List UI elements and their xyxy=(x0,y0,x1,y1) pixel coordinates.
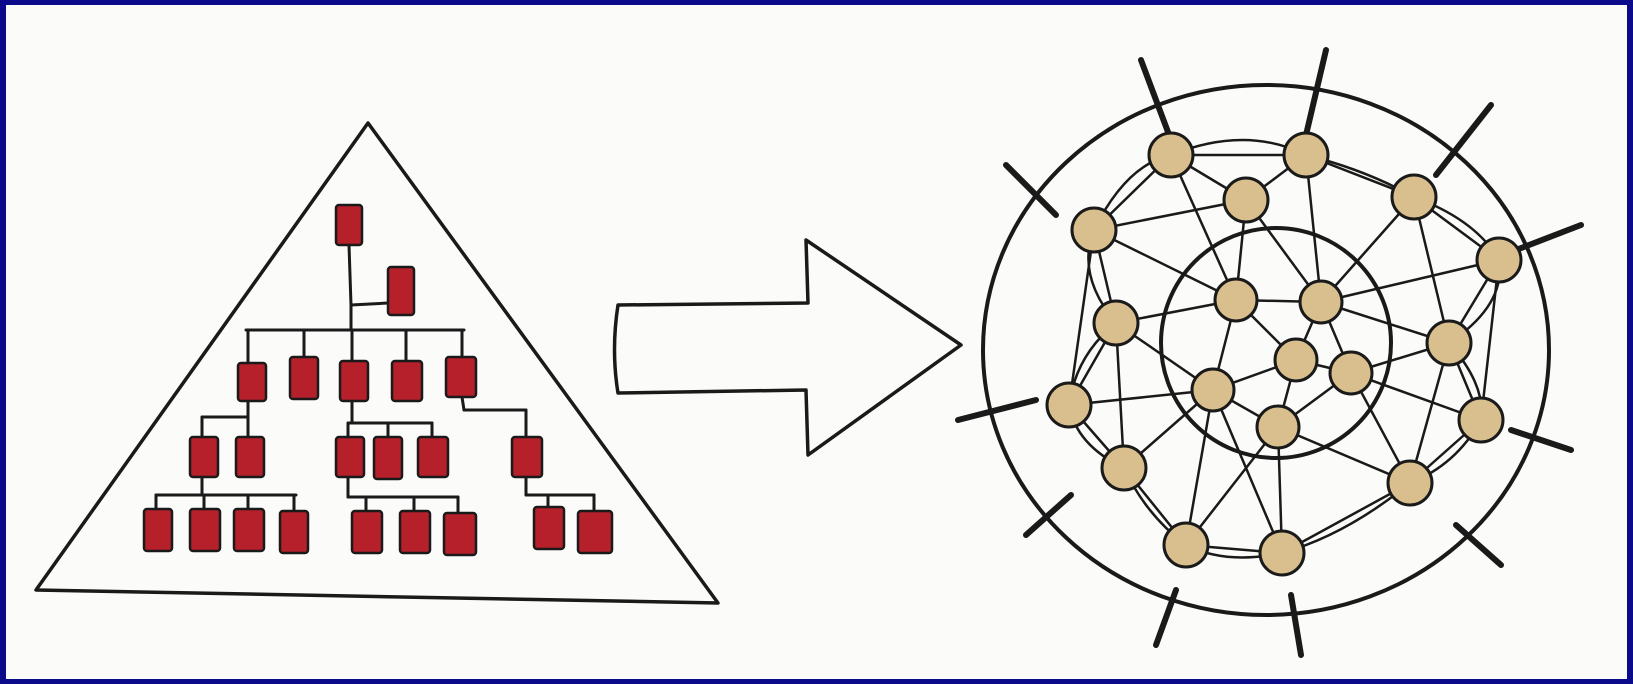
network-core-node-4 xyxy=(1330,352,1372,394)
hierarchy-connector-0 xyxy=(349,245,351,305)
network-outer-node-9 xyxy=(1102,446,1146,490)
network-outer-node-12 xyxy=(1260,531,1304,575)
network-link-24 xyxy=(1069,230,1094,405)
hierarchy-box-6 xyxy=(446,357,476,397)
hierarchy-box-21 xyxy=(578,511,612,553)
network-outer-node-6 xyxy=(1427,321,1471,365)
hierarchy-box-16 xyxy=(280,511,308,553)
hierarchy-box-0 xyxy=(336,205,362,245)
hierarchy-box-2 xyxy=(238,363,266,401)
network-spoke-4 xyxy=(1511,430,1571,450)
network-spoke-6 xyxy=(1291,595,1301,655)
network-core-node-3 xyxy=(1192,369,1234,411)
diagram-canvas xyxy=(6,5,1627,679)
hierarchy-box-5 xyxy=(392,361,422,401)
network-outer-node-0 xyxy=(1149,133,1193,177)
hierarchy-box-4 xyxy=(340,361,368,401)
hierarchy-box-9 xyxy=(336,437,364,477)
network-outer-node-2 xyxy=(1392,175,1436,219)
network-link-15 xyxy=(1321,260,1499,302)
network-outer-node-10 xyxy=(1388,461,1432,505)
hierarchy-connector-1 xyxy=(351,303,388,305)
hierarchy-box-8 xyxy=(236,437,264,477)
network-diagram xyxy=(958,50,1581,655)
hierarchy-box-10 xyxy=(374,437,402,479)
hierarchy-box-11 xyxy=(418,437,448,477)
network-spoke-10 xyxy=(1006,165,1056,215)
network-outer-node-11 xyxy=(1164,523,1208,567)
network-link-35 xyxy=(1186,390,1213,545)
network-link-12 xyxy=(1094,230,1236,300)
hierarchy-box-19 xyxy=(444,513,476,555)
network-core-node-1 xyxy=(1300,281,1342,323)
hierarchy-box-18 xyxy=(400,511,430,553)
network-core-node-5 xyxy=(1257,406,1299,448)
hierarchy-box-17 xyxy=(352,511,382,553)
hierarchy-box-3 xyxy=(290,357,318,399)
network-spoke-9 xyxy=(958,400,1036,420)
network-outer-node-8 xyxy=(1459,398,1503,442)
hierarchy-box-15 xyxy=(234,509,264,551)
network-outer-node-3 xyxy=(1072,208,1116,252)
diagram-svg xyxy=(6,5,1627,679)
network-outer-node-13 xyxy=(1224,178,1268,222)
hierarchy-box-12 xyxy=(512,437,542,477)
network-core-node-0 xyxy=(1215,279,1257,321)
network-outer-node-5 xyxy=(1094,301,1138,345)
hierarchy-box-20 xyxy=(534,507,564,549)
hierarchy-box-13 xyxy=(144,509,172,551)
network-spoke-1 xyxy=(1306,50,1326,135)
transition-arrow xyxy=(615,240,962,455)
network-core-node-2 xyxy=(1275,339,1317,381)
hierarchy-box-1 xyxy=(388,267,414,315)
hierarchy-boxes xyxy=(144,205,612,555)
hierarchy-connector-18 xyxy=(462,397,464,410)
network-spoke-5 xyxy=(1456,525,1501,565)
network-outer-node-1 xyxy=(1284,133,1328,177)
network-outer-node-4 xyxy=(1477,238,1521,282)
hierarchy-box-7 xyxy=(190,437,218,477)
hierarchy-box-14 xyxy=(190,509,220,551)
network-spoke-2 xyxy=(1436,105,1491,175)
network-outer-node-7 xyxy=(1047,383,1091,427)
